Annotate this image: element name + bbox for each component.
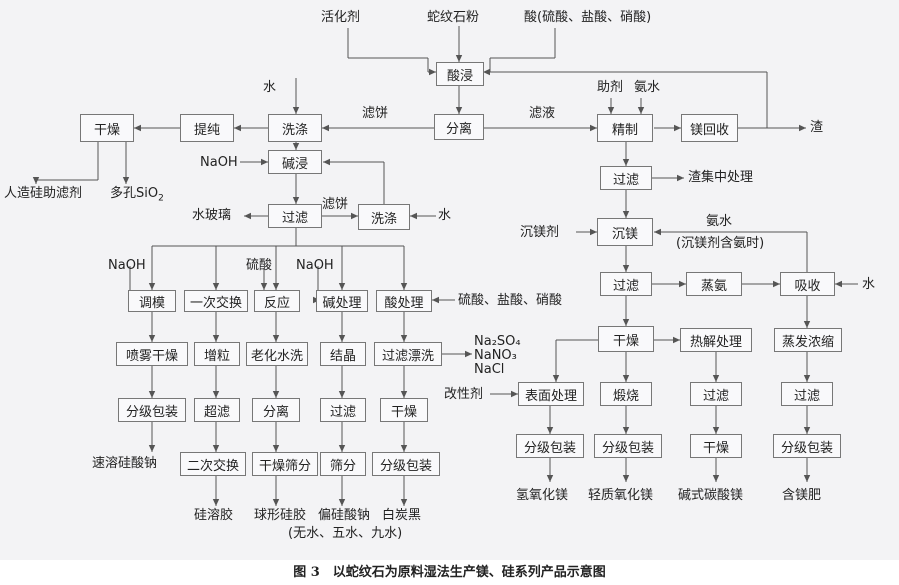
box-refine: 精制 <box>597 114 653 142</box>
input-activator: 活化剂 <box>321 10 361 25</box>
box-filter-5: 过滤 <box>781 382 833 406</box>
box-ion-exchange-2: 二次交换 <box>180 452 246 476</box>
product-mg-hydroxide: 氢氧化镁 <box>516 488 569 503</box>
box-alkali-leach: 碱浸 <box>268 150 322 174</box>
label-slag: 渣 <box>810 120 824 135</box>
box-calcine: 煅烧 <box>600 382 652 406</box>
label-filter-cake-2: 滤饼 <box>322 197 349 212</box>
box-dry-sieve: 干燥筛分 <box>252 452 318 476</box>
box-wash-2: 洗涤 <box>358 204 410 230</box>
box-thermolysis: 热解处理 <box>680 328 752 352</box>
box-dry-5: 干燥 <box>690 434 742 458</box>
label-salt-1: Na₂SO₄ <box>474 334 521 349</box>
box-precip-mg: 沉镁 <box>597 218 653 246</box>
figure-caption: 图 3 以蛇纹石为原料湿法生产镁、硅系列产品示意图 <box>293 565 606 580</box>
input-acids: 酸(硫酸、盐酸、硝酸) <box>524 10 652 25</box>
label-ammonia-1: 氨水 <box>634 80 661 95</box>
box-aging-wash: 老化水洗 <box>246 342 308 366</box>
product-white-carbon-black: 白炭黑 <box>382 508 422 523</box>
box-reaction: 反应 <box>254 290 300 312</box>
box-spray-dry: 喷雾干燥 <box>116 342 188 366</box>
box-dry-1: 干燥 <box>80 114 134 142</box>
label-naoh-3: NaOH <box>296 258 334 273</box>
label-ammonia-note: (沉镁剂含氨时) <box>676 236 765 251</box>
box-ultrafilter: 超滤 <box>194 398 240 422</box>
label-water-1: 水 <box>263 80 277 95</box>
box-pack-c: 分级包装 <box>773 434 841 458</box>
box-wash-1: 洗涤 <box>268 114 322 142</box>
product-spherical-silica-gel: 球形硅胶 <box>254 508 307 523</box>
label-water-glass: 水玻璃 <box>192 208 232 223</box>
box-dry-6: 干燥 <box>380 398 428 422</box>
label-salt-3: NaCl <box>474 362 505 377</box>
box-mg-recover: 镁回收 <box>681 114 738 142</box>
box-separate-2: 分离 <box>252 398 300 422</box>
box-filter-6: 过滤 <box>320 398 366 422</box>
box-filter-3: 过滤 <box>600 272 652 296</box>
box-filter-1: 过滤 <box>268 204 322 228</box>
product-sodium-metasilicate: 偏硅酸钠 <box>318 508 371 523</box>
box-acid-leach: 酸浸 <box>436 62 484 86</box>
box-absorb: 吸收 <box>780 272 835 296</box>
product-porous-sio2: 多孔SiO2 <box>110 186 164 204</box>
box-granulate: 增粒 <box>194 342 240 366</box>
box-acid-treat: 酸处理 <box>376 290 432 312</box>
product-diatomite-substitute: 人造硅助滤剂 <box>4 186 83 201</box>
box-filter-4: 过滤 <box>690 382 742 406</box>
box-pack-a: 分级包装 <box>516 434 584 458</box>
label-naoh-1: NaOH <box>200 155 238 170</box>
label-additive: 助剂 <box>597 80 624 95</box>
box-dry-mg: 干燥 <box>598 326 654 352</box>
label-modifier: 改性剂 <box>444 387 484 402</box>
label-sulfuric: 硫酸 <box>246 258 273 273</box>
label-mg-precipitant: 沉镁剂 <box>520 225 560 240</box>
label-slag-central: 渣集中处理 <box>688 170 754 185</box>
box-surface-treat: 表面处理 <box>518 382 584 406</box>
box-pack-2: 分级包装 <box>372 452 440 476</box>
box-purify: 提纯 <box>180 114 234 142</box>
product-instant-sodium-silicate: 速溶硅酸钠 <box>92 456 158 471</box>
product-sodium-metasilicate-note: (无水、五水、九水) <box>288 526 403 541</box>
box-modulus: 调模 <box>128 290 176 312</box>
label-filtrate: 滤液 <box>529 106 556 121</box>
box-alkali-treat: 碱处理 <box>316 290 368 312</box>
product-basic-mg-carbonate: 碱式碳酸镁 <box>678 488 744 503</box>
box-filter-2: 过滤 <box>600 166 652 190</box>
input-serpentine: 蛇纹石粉 <box>427 10 480 25</box>
box-crystallize: 结晶 <box>320 342 366 366</box>
product-light-mgo: 轻质氧化镁 <box>588 488 654 503</box>
label-naoh-2: NaOH <box>108 258 146 273</box>
label-water-3: 水 <box>862 277 876 292</box>
box-sieve: 筛分 <box>320 452 366 476</box>
box-separation: 分离 <box>434 114 484 140</box>
product-silica-sol: 硅溶胶 <box>194 508 234 523</box>
box-evap-conc: 蒸发浓缩 <box>774 328 842 352</box>
label-salt-2: NaNO₃ <box>474 348 517 363</box>
product-mg-fertilizer: 含镁肥 <box>782 488 822 503</box>
box-ion-exchange-1: 一次交换 <box>184 290 248 312</box>
label-filter-cake-1: 滤饼 <box>362 106 389 121</box>
box-steam-ammonia: 蒸氨 <box>686 272 742 296</box>
box-pack-b: 分级包装 <box>594 434 662 458</box>
flowchart-canvas: 活化剂 蛇纹石粉 酸(硫酸、盐酸、硝酸) 酸浸 分离 洗涤 提纯 干燥 碱浸 过… <box>0 0 899 560</box>
flow-connectors <box>32 26 858 506</box>
box-pack-1: 分级包装 <box>118 398 186 422</box>
label-water-2: 水 <box>438 208 452 223</box>
box-filter-bleach: 过滤漂洗 <box>374 342 442 366</box>
label-acids-short: 硫酸、盐酸、硝酸 <box>458 293 563 308</box>
label-ammonia-2: 氨水 <box>706 214 733 229</box>
